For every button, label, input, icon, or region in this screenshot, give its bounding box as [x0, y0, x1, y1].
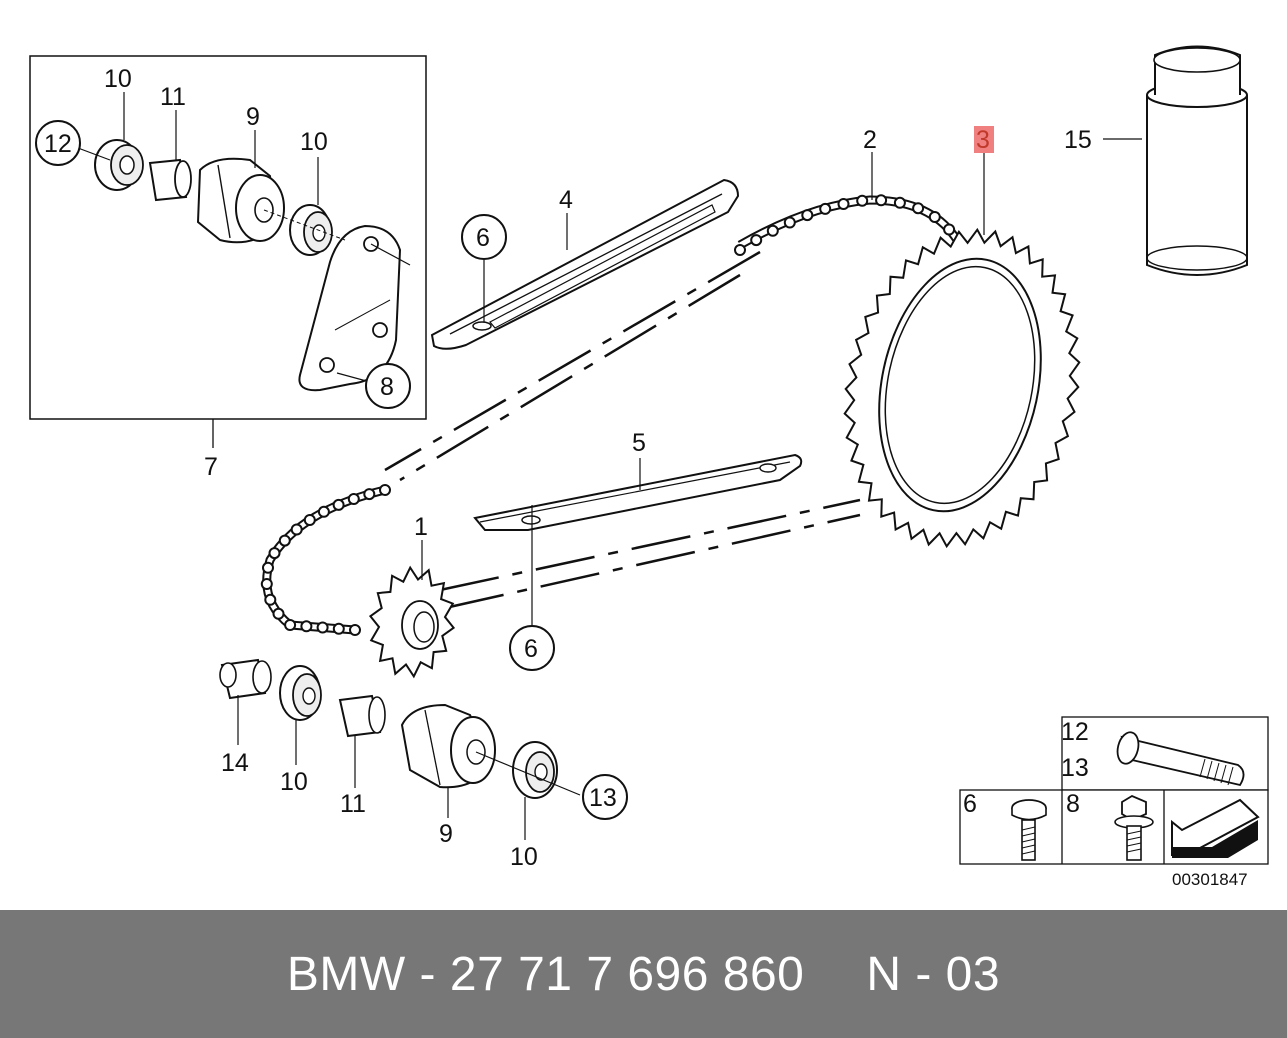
- chain-link: [264, 593, 277, 606]
- chain-link: [278, 534, 291, 547]
- chain-link: [766, 224, 779, 237]
- revision: N - 03: [866, 947, 1001, 1001]
- chain-guide-upper: [430, 178, 740, 350]
- hardware-box: [959, 716, 1269, 865]
- part-labels: 10 11 9 10 12 8 7 6 4 2 3 15 5 1 6 14 10…: [44, 65, 1248, 889]
- chain-link: [317, 505, 330, 518]
- chain-spray-can: [1103, 45, 1248, 276]
- chain-link: [819, 202, 832, 215]
- label-10-lower-left: 10: [280, 768, 308, 796]
- label-10-inset-left: 10: [104, 65, 132, 93]
- label-8: 8: [380, 373, 394, 401]
- chain-link: [349, 624, 361, 636]
- part-number: BMW - 27 71 7 696 860: [286, 947, 805, 1001]
- label-10-inset-right: 10: [300, 128, 328, 156]
- chain-link: [332, 622, 345, 635]
- label-6-lower: 6: [524, 635, 538, 663]
- hardware-label-13: 13: [1061, 754, 1089, 782]
- chain-link: [928, 211, 941, 223]
- label-11-inset: 11: [160, 83, 186, 111]
- rear-sprocket: [843, 152, 1081, 549]
- chain-link: [856, 194, 869, 207]
- label-9-inset: 9: [246, 103, 260, 131]
- chain-link: [379, 484, 391, 496]
- parts-diagram: 10 11 9 10 12 8 7 6 4 2 3 15 5 1 6 14 10…: [29, 45, 1269, 889]
- footer-bar: BMW - 27 71 7 696 860 N - 03: [0, 910, 1287, 1038]
- label-7: 7: [204, 453, 218, 481]
- hardware-label-8: 8: [1066, 790, 1080, 818]
- diagram-code: 00301847: [1172, 870, 1248, 889]
- label-2: 2: [863, 126, 877, 154]
- lower-parts: [219, 658, 628, 840]
- chain-link: [734, 244, 746, 256]
- inset-box: [29, 55, 427, 448]
- chain-link: [750, 234, 763, 247]
- label-12: 12: [44, 130, 72, 158]
- chain-link: [875, 194, 888, 207]
- chain-link: [303, 514, 316, 526]
- chain-link: [300, 620, 313, 633]
- label-11-lower: 11: [340, 790, 366, 818]
- label-10-lower-right: 10: [510, 843, 538, 871]
- chain-link: [837, 198, 850, 210]
- chain-link: [363, 488, 376, 501]
- hardware-label-12: 12: [1061, 718, 1089, 746]
- label-3: 3: [976, 126, 990, 154]
- label-13: 13: [589, 784, 617, 812]
- chain-link: [284, 619, 297, 631]
- chain-link: [347, 493, 360, 505]
- label-15: 15: [1064, 126, 1092, 154]
- chain-link: [290, 523, 303, 536]
- chain-link: [332, 498, 345, 511]
- chain-link: [893, 196, 906, 209]
- chain-link: [316, 621, 329, 634]
- label-5: 5: [632, 429, 646, 457]
- chain-link: [912, 202, 925, 215]
- label-1: 1: [414, 513, 428, 541]
- chain-guide-lower: [473, 453, 803, 671]
- chain-link: [260, 578, 273, 590]
- label-14: 14: [221, 749, 249, 777]
- chain-path: [384, 250, 861, 610]
- hardware-label-6: 6: [963, 790, 977, 818]
- chain-link: [943, 223, 956, 236]
- chain-link: [272, 607, 285, 620]
- highlight-marker: [974, 126, 994, 153]
- chain-link: [262, 561, 274, 574]
- label-6-upper: 6: [476, 224, 490, 252]
- chain-link: [268, 547, 281, 560]
- label-4: 4: [559, 186, 573, 214]
- chain-link: [801, 209, 814, 222]
- chain-link: [783, 216, 796, 229]
- label-9-lower: 9: [439, 820, 453, 848]
- front-sprocket: [368, 540, 456, 679]
